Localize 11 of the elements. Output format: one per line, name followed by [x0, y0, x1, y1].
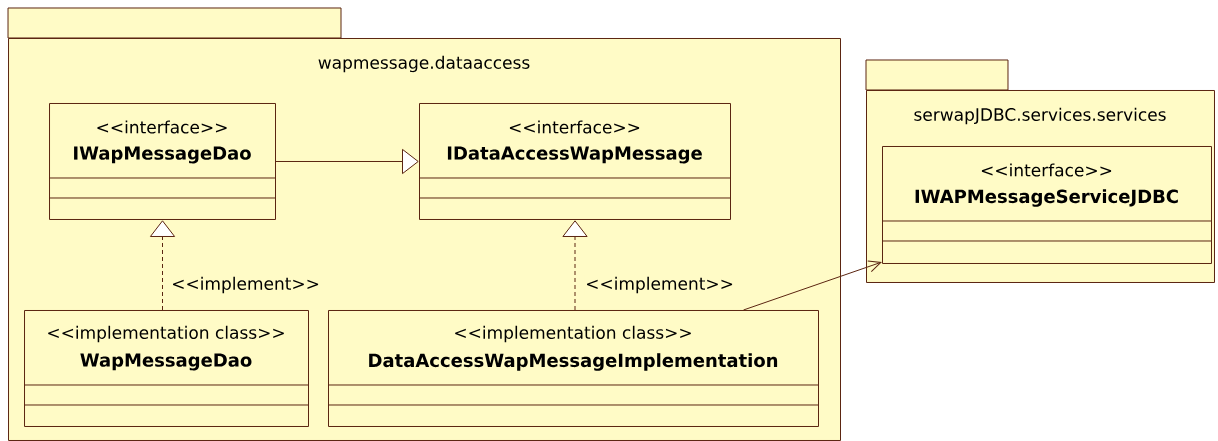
class-box: <<implementation class>> WapMessageDao [23, 310, 309, 427]
class-box: <<interface>> IWAPMessageServiceJDBC [881, 146, 1212, 264]
edge-label: <<implement>> [587, 276, 733, 294]
class-box: <<interface>> IDataAccessWapMessage [418, 103, 731, 220]
arrow [275, 148, 419, 175]
class-box: <<interface>> IWapMessageDao [48, 103, 276, 220]
arrow [149, 220, 176, 311]
arrow [562, 220, 588, 311]
arrow [743, 260, 882, 311]
class-box: <<implementation class>> DataAccessWapMessageImplementation [327, 310, 819, 427]
edge-label: <<implement>> [173, 276, 319, 294]
